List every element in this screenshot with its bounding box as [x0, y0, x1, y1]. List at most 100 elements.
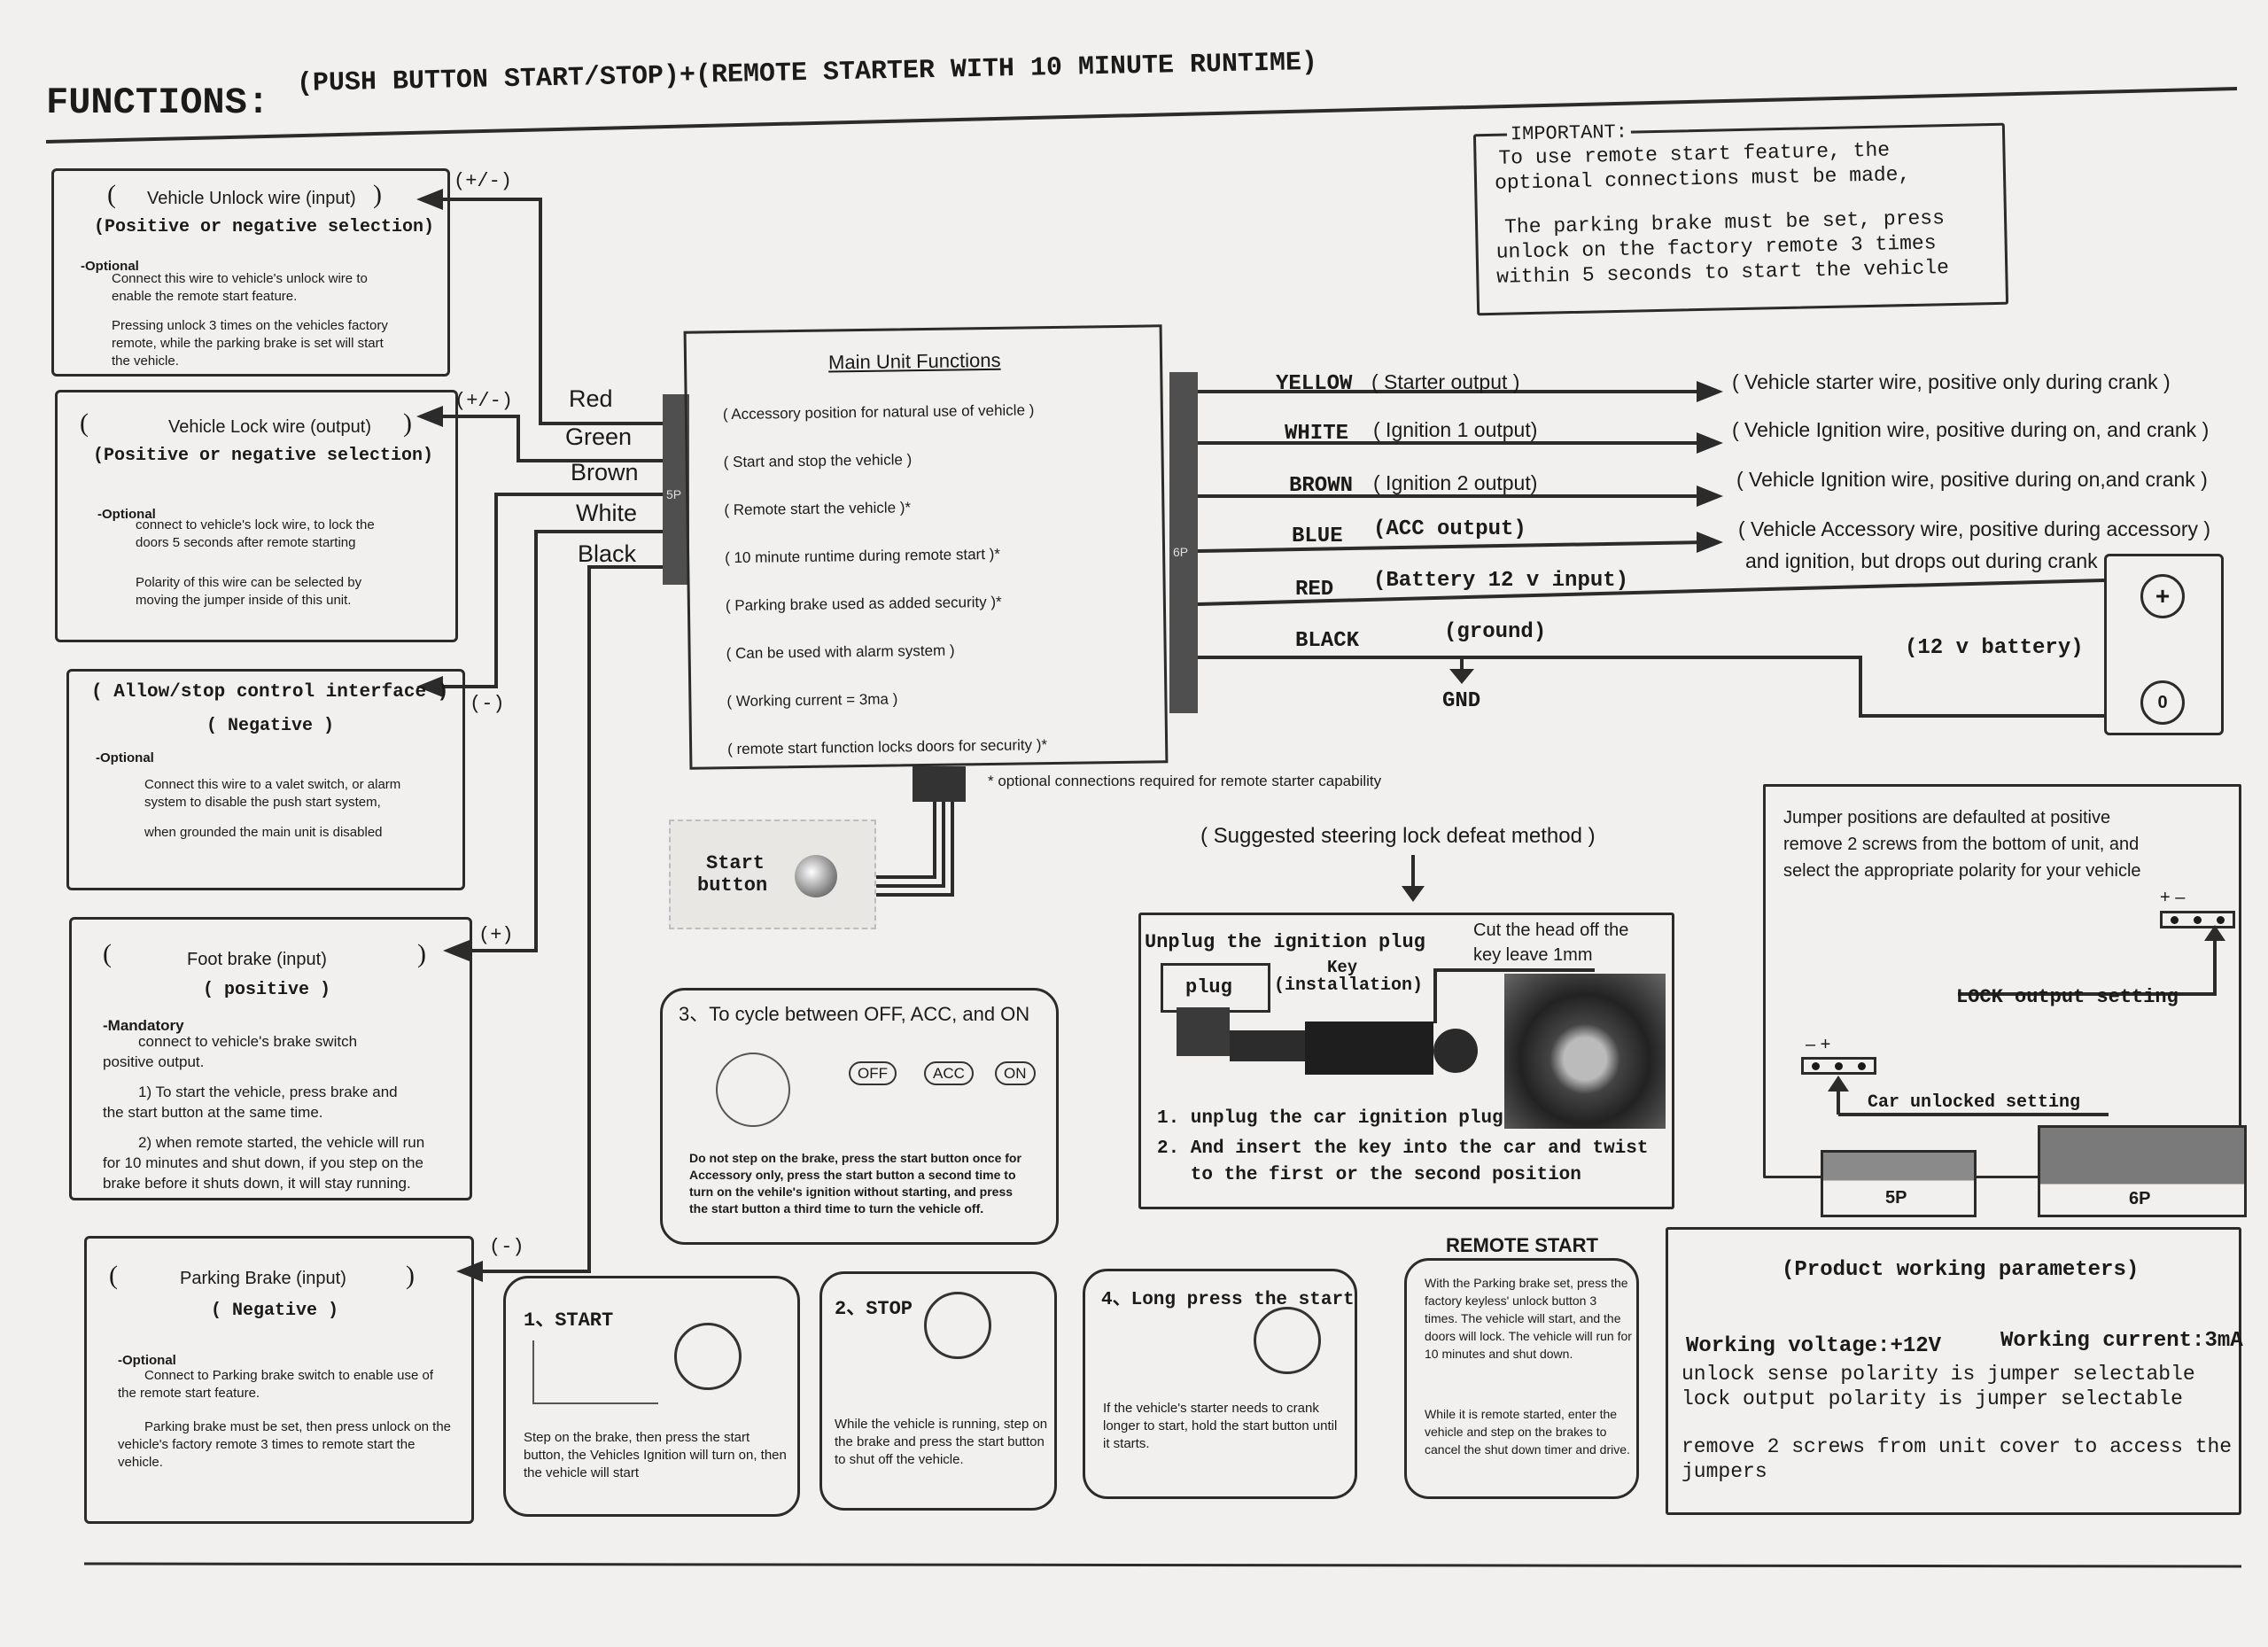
ignition-cable-shape — [1230, 1030, 1309, 1061]
stop-button-press-icon — [924, 1292, 991, 1359]
wire-brown: Brown — [571, 459, 639, 486]
paren-open: ( — [109, 1261, 118, 1290]
foot-polarity: (+) — [478, 924, 514, 946]
cut-label: Cut the head off the — [1473, 921, 1629, 940]
lock-wire-box: ( Vehicle Lock wire (output) ) (Positive… — [55, 390, 458, 642]
connector-6p: 6P — [1169, 372, 1198, 713]
main-item-8: ( remote start function locks doors for … — [727, 736, 1048, 758]
wire-green: Green — [565, 423, 633, 450]
foot-tag: -Mandatory — [103, 1017, 184, 1034]
important-heading: IMPORTANT: — [1506, 120, 1632, 146]
allow-sub: ( Negative ) — [206, 716, 335, 736]
out-brown-label: ( Ignition 2 output) — [1373, 471, 1538, 494]
jumper-box: Jumper positions are defaulted at positi… — [1763, 784, 2241, 1178]
parking-text2: Parking brake must be set, then press un… — [118, 1419, 452, 1470]
unlock-wire-box: ( Vehicle Unlock wire (input) ) (Positiv… — [51, 168, 450, 377]
steering-step2: 2. And insert the key into the car and t… — [1157, 1138, 1649, 1159]
jumper-text2: remove 2 screws from the bottom of unit,… — [1783, 835, 2140, 854]
unlock-text1: Connect this wire to vehicle's unlock wi… — [112, 271, 368, 304]
important-box: IMPORTANT: To use remote start feature, … — [1472, 120, 2009, 316]
lock-text1: connect to vehicle's lock wire, to lock … — [136, 517, 375, 550]
start-button-press-icon — [674, 1323, 742, 1390]
long-press-text: If the vehicle's starter needs to crank … — [1103, 1401, 1338, 1451]
out-white-label: ( Ignition 1 output) — [1373, 418, 1538, 441]
lock-polarity: (+/-) — [454, 390, 514, 412]
out-blue-desc-2: and ignition, but drops out during crank — [1745, 549, 2098, 572]
unlock-selection: (Positive or negative selection) — [94, 217, 435, 237]
wire-black: Black — [578, 540, 637, 567]
main-item-6: ( Can be used with alarm system ) — [726, 641, 955, 663]
allow-tag: -Optional — [96, 750, 154, 765]
unplug-label: Unplug the ignition plug — [1145, 931, 1425, 953]
stop-box: 2、STOP While the vehicle is running, ste… — [819, 1271, 1057, 1511]
lock-tag: -Optional — [97, 507, 156, 522]
start-button-icon[interactable] — [795, 855, 837, 897]
foot-text3: 2) when remote started, the vehicle will… — [103, 1134, 425, 1192]
lock-jumper[interactable] — [2160, 911, 2235, 928]
remote-start-text1: With the Parking brake set, press the fa… — [1425, 1276, 1632, 1361]
foot-title: Foot brake (input) — [187, 950, 327, 969]
foot-sub: ( positive ) — [203, 980, 331, 1000]
unlock-title: Vehicle Unlock wire (input) — [147, 189, 356, 208]
out-red: RED — [1295, 578, 1334, 602]
key-label: Key — [1327, 958, 1358, 977]
cycle-acc: ACC — [924, 1061, 974, 1085]
parking-polarity: (-) — [489, 1236, 524, 1258]
main-item-4: ( 10 minute runtime during remote start … — [725, 545, 1001, 567]
start-button-plug — [913, 766, 966, 802]
battery-minus-terminal: 0 — [2140, 680, 2185, 725]
lock-title: Vehicle Lock wire (output) — [168, 417, 372, 437]
out-blue-desc: ( Vehicle Accessory wire, positive durin… — [1738, 517, 2211, 540]
out-yellow-desc: ( Vehicle starter wire, positive only du… — [1732, 370, 2171, 393]
params-title: (Product working parameters) — [1782, 1258, 2140, 1282]
out-blue-label: (ACC output) — [1373, 517, 1526, 541]
main-item-5: ( Parking brake used as added security )… — [725, 593, 1002, 615]
params-line2: lock output polarity is jumper selectabl… — [1682, 1387, 2183, 1410]
allow-text2: when grounded the main unit is disabled — [144, 825, 383, 840]
unlock-jumper[interactable] — [1801, 1057, 1876, 1075]
jumper-minus-plus: – + — [1806, 1035, 1831, 1054]
params-current: Working current:3mA — [2000, 1329, 2243, 1353]
battery-plus-terminal: + — [2140, 574, 2185, 618]
jumper-5p-label: 5P — [1885, 1188, 1907, 1208]
paren-close: ) — [417, 939, 426, 968]
steering-step3: to the first or the second position — [1157, 1165, 1581, 1185]
installation-label: (installation) — [1274, 975, 1424, 996]
unlock-tag: -Optional — [81, 259, 139, 274]
params-voltage: Working voltage:+12V — [1686, 1334, 1942, 1358]
cut-label-2: key leave 1mm — [1473, 945, 1593, 965]
unlock-polarity: (+/-) — [454, 170, 513, 192]
out-brown-desc: ( Vehicle Ignition wire, positive during… — [1736, 468, 2208, 491]
paren-close: ) — [403, 408, 412, 438]
start-box: 1、START Step on the brake, then press th… — [503, 1276, 800, 1517]
page-title: FUNCTIONS: — [46, 82, 270, 124]
ignition-cylinder-shape — [1305, 1022, 1433, 1075]
connector-6p-label: 6P — [1173, 545, 1189, 559]
cycle-off: OFF — [849, 1061, 897, 1085]
stop-title: 2、STOP — [835, 1298, 913, 1320]
out-white: WHITE — [1285, 422, 1349, 446]
cycle-text: Do not step on the brake, press the star… — [689, 1151, 1021, 1216]
connector-5p-label: 5P — [666, 487, 682, 501]
main-item-1: ( Accessory position for natural use of … — [722, 401, 1035, 423]
long-press-box: 4、Long press the start If the vehicle's … — [1083, 1269, 1357, 1499]
wire-red: Red — [569, 385, 613, 412]
plug-box: plug — [1161, 963, 1270, 1013]
main-item-2: ( Start and stop the vehicle ) — [723, 451, 913, 471]
steering-title: ( Suggested steering lock defeat method … — [1200, 824, 1596, 848]
lock-selection: (Positive or negative selection) — [93, 446, 434, 466]
out-red-label: (Battery 12 v input) — [1373, 569, 1629, 593]
start-button-box: Start button — [669, 820, 876, 929]
ignition-plug-shape — [1177, 1007, 1230, 1056]
allow-text1: Connect this wire to a valet switch, or … — [144, 777, 401, 810]
start-title: 1、START — [524, 1309, 614, 1332]
jumper-5p-block: 5P — [1821, 1150, 1977, 1217]
start-button-label-2: button — [697, 874, 768, 897]
stop-text: While the vehicle is running, step on th… — [835, 1417, 1048, 1467]
out-black-label: (ground) — [1444, 620, 1547, 644]
gnd-label: GND — [1442, 689, 1481, 713]
paren-open: ( — [107, 180, 116, 209]
out-yellow: YELLOW — [1276, 372, 1353, 396]
out-white-desc: ( Vehicle Ignition wire, positive during… — [1732, 418, 2210, 441]
